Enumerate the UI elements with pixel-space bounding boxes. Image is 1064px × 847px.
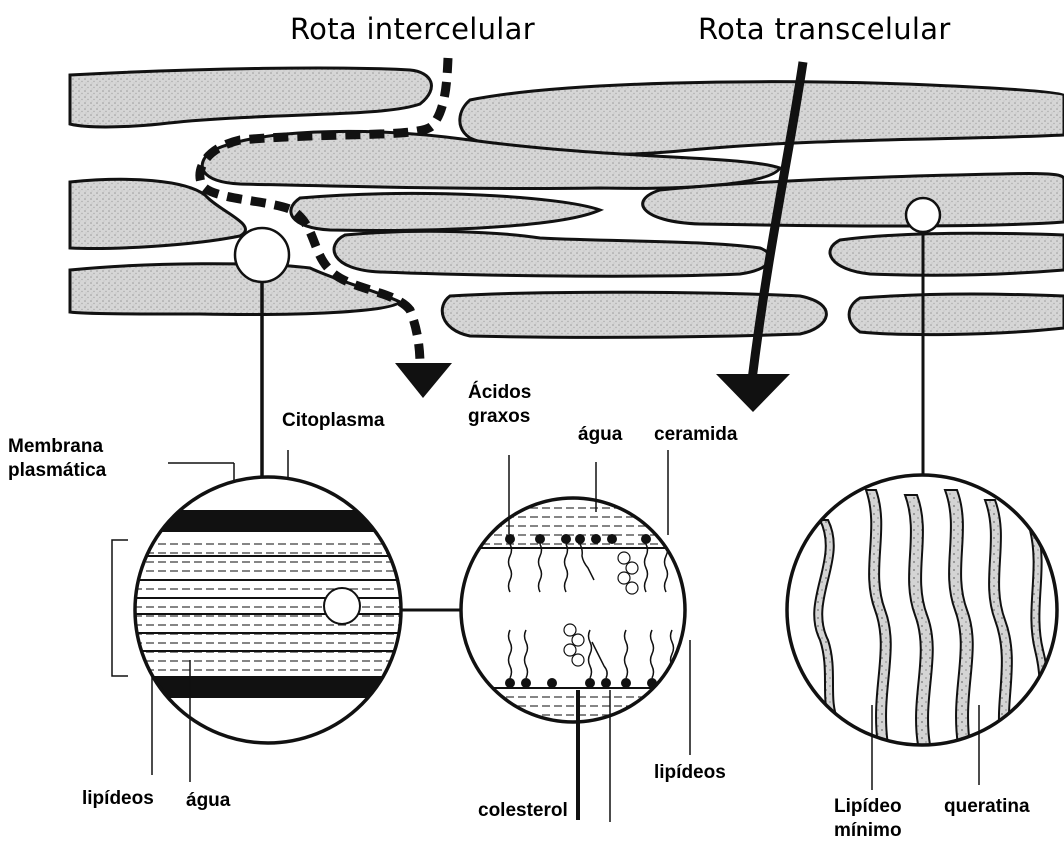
focus-circle-right — [906, 198, 940, 232]
label-citoplasma: Citoplasma — [282, 410, 384, 433]
corneocyte-5 — [291, 194, 600, 231]
label-lipideos-center: lipídeos — [654, 762, 726, 785]
transcellular-route-title: Rota transcelular — [698, 12, 951, 47]
label-lipideo-minimo-line1: Lipídeo — [834, 796, 902, 819]
label-ceramida: ceramida — [654, 424, 737, 447]
focus-circle-left — [235, 228, 289, 282]
label-membrana-line2: plasmática — [8, 460, 106, 483]
membrane-detail-circle — [120, 470, 420, 782]
corneocyte-10 — [442, 292, 826, 337]
label-membrana-line1: Membrana — [8, 436, 103, 459]
corneocyte-4 — [70, 179, 245, 248]
label-acidos-line2: graxos — [468, 406, 530, 429]
label-agua-center: água — [578, 424, 622, 447]
corneocyte-9 — [70, 264, 400, 315]
keratin-detail-circle — [780, 470, 1064, 790]
corneocyte-8 — [830, 233, 1064, 275]
label-acidos-line1: Ácidos — [468, 382, 531, 405]
label-queratina: queratina — [944, 796, 1030, 819]
corneocyte-1 — [70, 68, 431, 127]
corneocyte-7 — [334, 231, 770, 276]
intercellular-route-title: Rota intercelular — [290, 12, 535, 47]
label-lipideos-left: lipídeos — [82, 788, 154, 811]
corneocyte-11 — [849, 294, 1064, 335]
label-agua-left: água — [186, 790, 230, 813]
corneocyte-2 — [460, 82, 1064, 155]
label-lipideo-minimo-line2: mínimo — [834, 820, 902, 843]
label-colesterol: colesterol — [478, 800, 568, 823]
